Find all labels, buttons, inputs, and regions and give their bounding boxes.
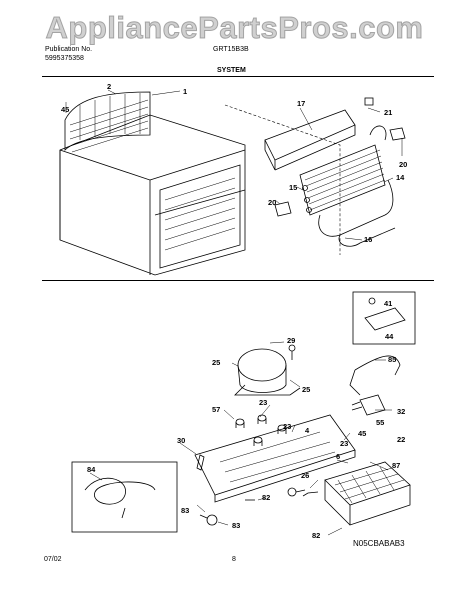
model-number: GRT15B3B [213, 46, 249, 53]
callout-55: 55 [376, 418, 384, 427]
callout-23-mid: 23 [283, 422, 291, 431]
callout-32: 32 [397, 407, 405, 416]
callout-6: 84 [87, 465, 96, 474]
callout-84: 22 [397, 435, 405, 444]
callout-45-bottom: 82 [312, 531, 320, 540]
section-title: SYSTEM [217, 67, 246, 74]
callout-30-group: 45 [358, 429, 366, 438]
callout-23-top: 23 [259, 398, 267, 407]
callout-83-mid: 82 [262, 493, 270, 502]
callout-82-bottom: 83 [232, 521, 240, 530]
small-parts-illustration [196, 454, 319, 526]
callout-85: 85 [388, 355, 396, 364]
footer-page-number: 8 [232, 556, 236, 563]
drain-tube-illustration [349, 355, 401, 396]
callout-1: 1 [183, 87, 187, 96]
callout-numbers: 45 2 1 17 21 20 15 14 20 16 41 44 29 25 … [61, 82, 407, 540]
callout-25-left: 25 [212, 358, 220, 367]
callout-14: 14 [396, 173, 405, 182]
publication-number: 5995375358 [45, 55, 84, 62]
callout-20-left: 20 [268, 198, 276, 207]
inset-box-illustration [352, 291, 416, 345]
callout-83-left: 83 [181, 506, 189, 515]
publication-label: Publication No. [45, 46, 93, 53]
callout-30: 45 [358, 429, 366, 438]
callout-41: 41 [384, 299, 392, 308]
callout-87: 6 [336, 452, 340, 461]
callout-25-right: 25 [302, 385, 310, 394]
callout-82-top: 26 [301, 471, 309, 480]
compressor-illustration [234, 344, 301, 396]
callout-20-right: 20 [399, 160, 407, 169]
footer-date: 07/02 [44, 556, 62, 563]
base-pan-illustration [194, 414, 356, 503]
callout-16: 16 [364, 235, 372, 244]
evaporator-illustration [274, 97, 406, 247]
cabinet-illustration [59, 104, 341, 276]
drain-pan-illustration [324, 461, 411, 526]
callout-17: 17 [297, 99, 305, 108]
header-divider [42, 76, 434, 77]
evaporator-cover-illustration [264, 109, 356, 171]
callout-29: 29 [287, 336, 295, 345]
callout-22: 23 [340, 439, 348, 448]
section-divider [42, 280, 434, 281]
callout-4: 30 [177, 436, 185, 445]
grommet-illustrations [235, 414, 287, 446]
callout-15: 15 [289, 183, 297, 192]
callout-2: 2 [107, 82, 111, 91]
condenser-coil-illustration [64, 91, 151, 153]
diagram-code: N05CBABAB3 [353, 539, 405, 548]
callout-45-top: 45 [61, 105, 69, 114]
callout-44: 44 [385, 332, 394, 341]
leader-lines [65, 89, 403, 536]
callout-23-right: 4 [305, 426, 310, 435]
callout-57: 57 [212, 405, 220, 414]
callout-26: 87 [392, 461, 400, 470]
watermark: AppliancePartsPros.com [45, 10, 424, 46]
power-cord-box-illustration [71, 461, 178, 533]
callout-21: 21 [384, 108, 392, 117]
start-relay-illustration [351, 394, 386, 416]
